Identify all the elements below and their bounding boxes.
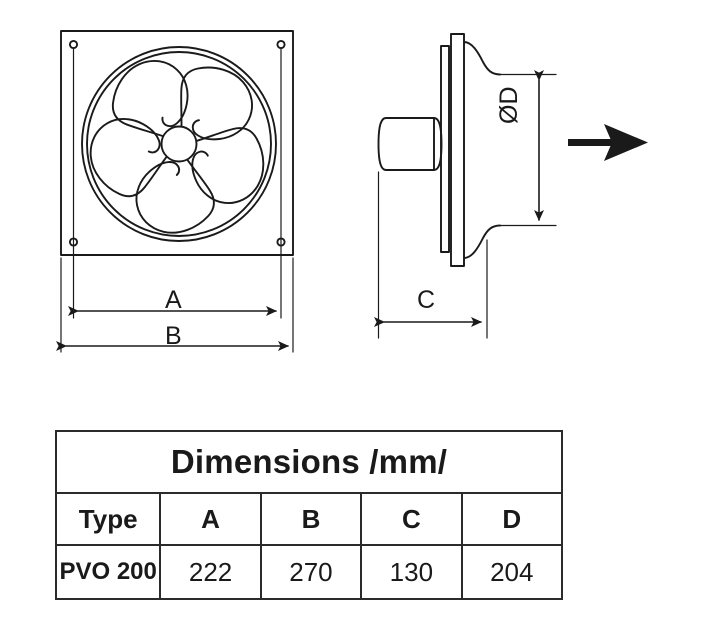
fan-blade bbox=[135, 159, 215, 234]
column-header-d: D bbox=[460, 492, 564, 546]
front-extension-lines bbox=[60, 47, 294, 353]
column-header-a: A bbox=[159, 492, 262, 546]
fan-blade bbox=[180, 66, 253, 141]
table-row: PVO 200 222 270 130 204 bbox=[54, 544, 564, 600]
motor-housing bbox=[377, 117, 443, 171]
airflow-arrow bbox=[568, 124, 648, 161]
table-title-row: Dimensions /mm/ bbox=[55, 430, 563, 494]
dimension-label-diameter: ØD bbox=[495, 86, 523, 125]
column-header-c: C bbox=[360, 492, 463, 546]
fan-blade bbox=[191, 127, 265, 205]
impeller-inner-rim bbox=[86, 51, 272, 237]
table-title: Dimensions /mm/ bbox=[55, 430, 563, 494]
mounting-hole-top-left bbox=[68, 39, 79, 50]
dimension-label-c: C bbox=[417, 286, 436, 314]
bell-mouth bbox=[463, 33, 501, 267]
fan-blade bbox=[89, 118, 168, 198]
side-extension-lines bbox=[377, 73, 557, 339]
impeller-outer-rim bbox=[81, 46, 277, 242]
cell-type: PVO 200 bbox=[54, 544, 162, 600]
flange-plate bbox=[440, 33, 465, 267]
dimensions-table: Dimensions /mm/ Type A B C D PVO 200 222… bbox=[54, 430, 564, 600]
column-header-type: Type bbox=[54, 492, 162, 546]
dimension-label-a: A bbox=[165, 286, 182, 314]
cell-d: 204 bbox=[460, 544, 564, 600]
column-header-b: B bbox=[259, 492, 363, 546]
dimension-label-b: B bbox=[165, 322, 182, 350]
cell-c: 130 bbox=[360, 544, 463, 600]
table-header-row: Type A B C D bbox=[54, 492, 564, 546]
cell-b: 270 bbox=[259, 544, 363, 600]
impeller-blades bbox=[89, 60, 265, 234]
fan-blade bbox=[111, 60, 189, 137]
cell-a: 222 bbox=[159, 544, 262, 600]
impeller-hub bbox=[160, 125, 198, 163]
mounting-hole-top-right bbox=[276, 39, 286, 50]
mounting-plate-outline bbox=[60, 30, 294, 256]
